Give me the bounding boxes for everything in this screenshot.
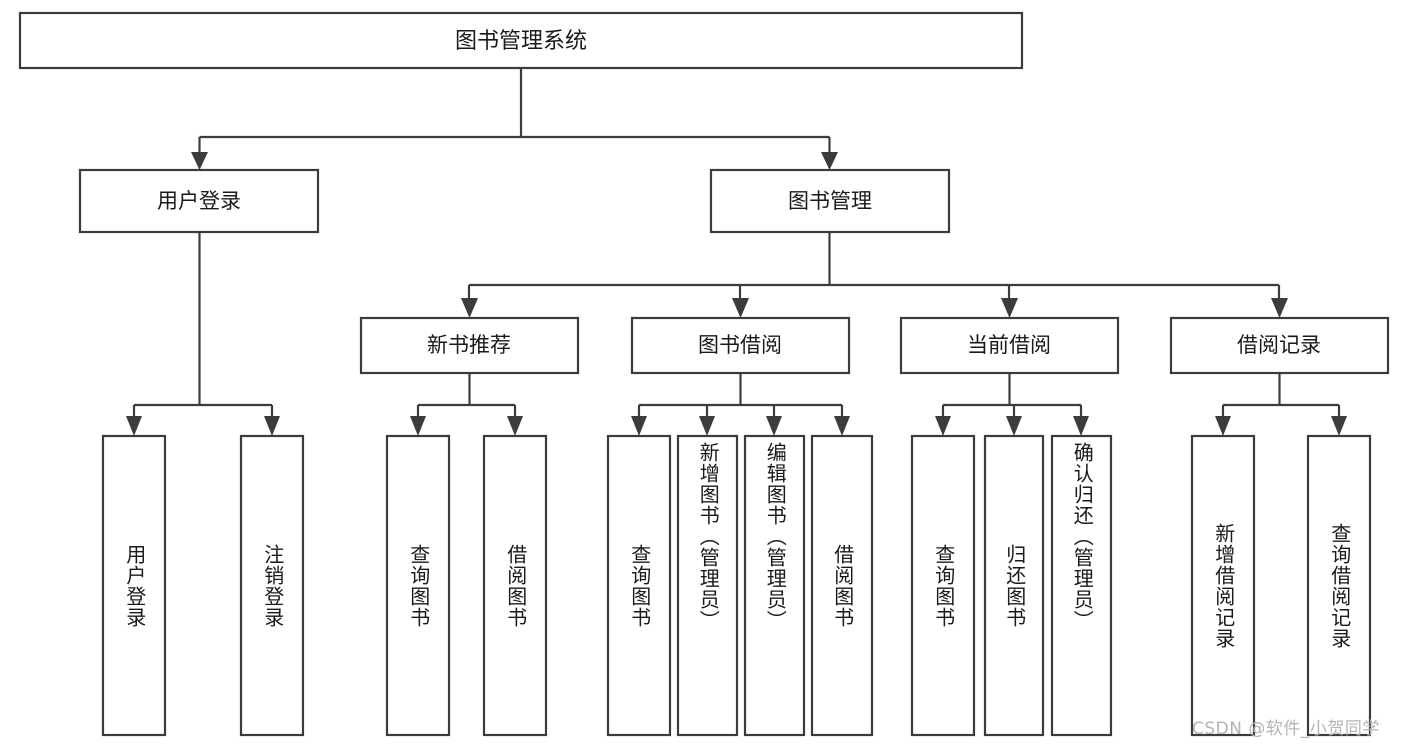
leaf-box-query-book-2[interactable] — [606, 434, 672, 737]
node-book-borrow[interactable]: 图书借阅 — [630, 316, 851, 375]
arrow-cb-leaf3 — [1073, 416, 1089, 436]
arrow-cb-leaf2 — [1006, 416, 1022, 436]
node-new-book-rec-box[interactable] — [359, 316, 580, 375]
arrow-root-to-user-login — [191, 152, 208, 170]
arrow-bb-leaf1 — [631, 416, 647, 436]
node-book-borrow-box[interactable] — [630, 316, 851, 375]
arrow-nbr-leaf1 — [410, 416, 426, 436]
arrow-to-current-borrow — [1001, 298, 1018, 318]
node-root[interactable]: 图书管理系统 — [18, 11, 1024, 70]
node-user-login[interactable]: 用户登录 — [78, 168, 320, 234]
node-root-label: 图书管理系统 — [455, 29, 587, 54]
arrow-bb-leaf3 — [766, 416, 782, 436]
arrow-br-leaf2 — [1331, 416, 1347, 436]
csdn-watermark: CSDN @软件_小贺同学 — [1192, 719, 1380, 739]
node-new-book-rec[interactable]: 新书推荐 — [359, 316, 580, 375]
node-book-manage-box[interactable] — [709, 168, 951, 234]
node-borrow-record-box[interactable] — [1169, 316, 1390, 375]
node-root-box[interactable] — [18, 11, 1024, 70]
leaf-box-query-book-3[interactable] — [910, 434, 976, 737]
node-current-borrow-box[interactable] — [899, 316, 1120, 375]
arrow-user-login-to-leaf1 — [126, 416, 142, 436]
arrow-to-new-book-rec — [461, 298, 478, 318]
leaf-box-user-login[interactable] — [101, 434, 167, 737]
node-book-manage-label: 图书管理 — [788, 189, 872, 213]
leaf-box-logout[interactable] — [239, 434, 305, 737]
leaf-box-add-book[interactable] — [676, 434, 739, 737]
arrow-nbr-leaf2 — [507, 416, 523, 436]
arrow-user-login-to-leaf2 — [264, 416, 280, 436]
leaf-box-confirm-return[interactable] — [1050, 434, 1113, 737]
node-layer: 图书管理系统 用户登录 图书管理 新书推荐 图书借阅 当前 — [18, 11, 1390, 737]
node-book-borrow-label: 图书借阅 — [698, 333, 782, 357]
node-borrow-record[interactable]: 借阅记录 — [1169, 316, 1390, 375]
arrow-bb-leaf2 — [699, 416, 715, 436]
node-book-manage[interactable]: 图书管理 — [709, 168, 951, 234]
arrow-br-leaf1 — [1215, 416, 1231, 436]
leaf-box-query-record[interactable] — [1306, 434, 1372, 737]
node-current-borrow[interactable]: 当前借阅 — [899, 316, 1120, 375]
leaf-box-borrow-book-1[interactable] — [482, 434, 548, 737]
node-borrow-record-label: 借阅记录 — [1237, 333, 1321, 357]
leaf-box-borrow-book-2[interactable] — [810, 434, 874, 737]
edge-layer — [126, 68, 1347, 436]
leaf-box-add-record[interactable] — [1190, 434, 1256, 737]
arrow-to-book-borrow — [732, 298, 749, 318]
node-user-login-box[interactable] — [78, 168, 320, 234]
arrow-cb-leaf1 — [935, 416, 951, 436]
leaf-box-return-book[interactable] — [983, 434, 1045, 737]
node-user-login-label: 用户登录 — [157, 189, 241, 213]
leaf-box-query-book-1[interactable] — [385, 434, 451, 737]
arrow-to-borrow-record — [1271, 298, 1288, 318]
leaf-box-edit-book[interactable] — [743, 434, 806, 737]
arrow-root-to-book-manage — [821, 152, 838, 170]
node-current-borrow-label: 当前借阅 — [967, 333, 1051, 357]
node-new-book-rec-label: 新书推荐 — [427, 333, 511, 357]
arrow-bb-leaf4 — [834, 416, 850, 436]
